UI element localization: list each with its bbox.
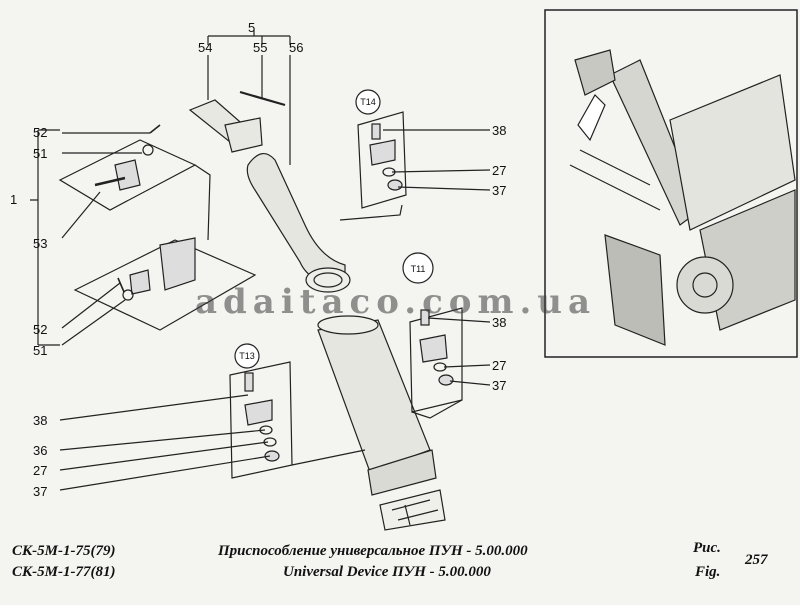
- caption-title-en: Universal Device ПУН - 5.00.000: [283, 564, 491, 580]
- tag-circle-t14: [355, 89, 381, 115]
- callout-37-t13: 37: [33, 484, 47, 499]
- fastener-panel-t11: [409, 307, 463, 419]
- callout-52-bottom: 52: [33, 322, 47, 337]
- figure-label-ru: Рис.: [693, 540, 721, 556]
- nozzle-part-54: [188, 55, 263, 153]
- tag-circle-t11: [402, 252, 434, 284]
- caption-title-ru: Приспособление универсальное ПУН - 5.00.…: [218, 543, 528, 559]
- callout-37-t11: 37: [492, 378, 506, 393]
- callout-27-t11: 27: [492, 358, 506, 373]
- callout-51-bottom: 51: [33, 343, 47, 358]
- leader-51-bottom: [61, 299, 126, 346]
- straight-pipe: [317, 319, 431, 473]
- tag-circle-t13: [234, 343, 260, 369]
- callout-54: 54: [198, 40, 212, 55]
- figure-number: 257: [745, 552, 768, 568]
- callout-27-t14: 27: [492, 163, 506, 178]
- group-1-bracket: [30, 129, 60, 346]
- callout-55: 55: [253, 40, 267, 55]
- callout-38-t13: 38: [33, 413, 47, 428]
- fastener-panel-t14: [357, 111, 407, 209]
- lower-bracket-panel: [73, 239, 257, 331]
- inset-machine-illustration: [569, 49, 796, 346]
- callout-53: 53: [33, 236, 47, 251]
- washer-51-top: [142, 144, 154, 156]
- pipe-bottom-flange: [367, 449, 437, 496]
- callout-38-t11: 38: [492, 315, 506, 330]
- model-line-1: СК-5М-1-75(79): [12, 543, 116, 559]
- pin-52-top: [149, 124, 161, 134]
- callout-1: 1: [10, 192, 17, 207]
- inset-frame: [544, 9, 798, 358]
- fastener-panel-t13: [229, 361, 366, 479]
- tag-label-t11: T11: [411, 264, 426, 274]
- callout-36-t13: 36: [33, 443, 47, 458]
- leader-52-bottom: [61, 282, 121, 329]
- tag-label-t13: T13: [239, 351, 255, 361]
- watermark: adaitaco.com.ua: [195, 282, 597, 322]
- group-5-bracket: [207, 30, 291, 45]
- tag-label-t14: T14: [360, 97, 376, 107]
- figure-label-en: Fig.: [695, 564, 721, 580]
- callout-27-t13: 27: [33, 463, 47, 478]
- callout-5: 5: [248, 20, 255, 35]
- callout-37-t14: 37: [492, 183, 506, 198]
- callout-51-top: 51: [33, 146, 47, 161]
- callout-56: 56: [289, 40, 303, 55]
- model-line-2: СК-5М-1-77(81): [12, 564, 116, 580]
- callout-52-top: 52: [33, 125, 47, 140]
- callout-38-t14: 38: [492, 123, 506, 138]
- curved-pipe: [246, 153, 346, 286]
- pin-part-55: [239, 90, 286, 107]
- curved-pipe-flange: [305, 267, 351, 293]
- leader-53: [61, 191, 101, 239]
